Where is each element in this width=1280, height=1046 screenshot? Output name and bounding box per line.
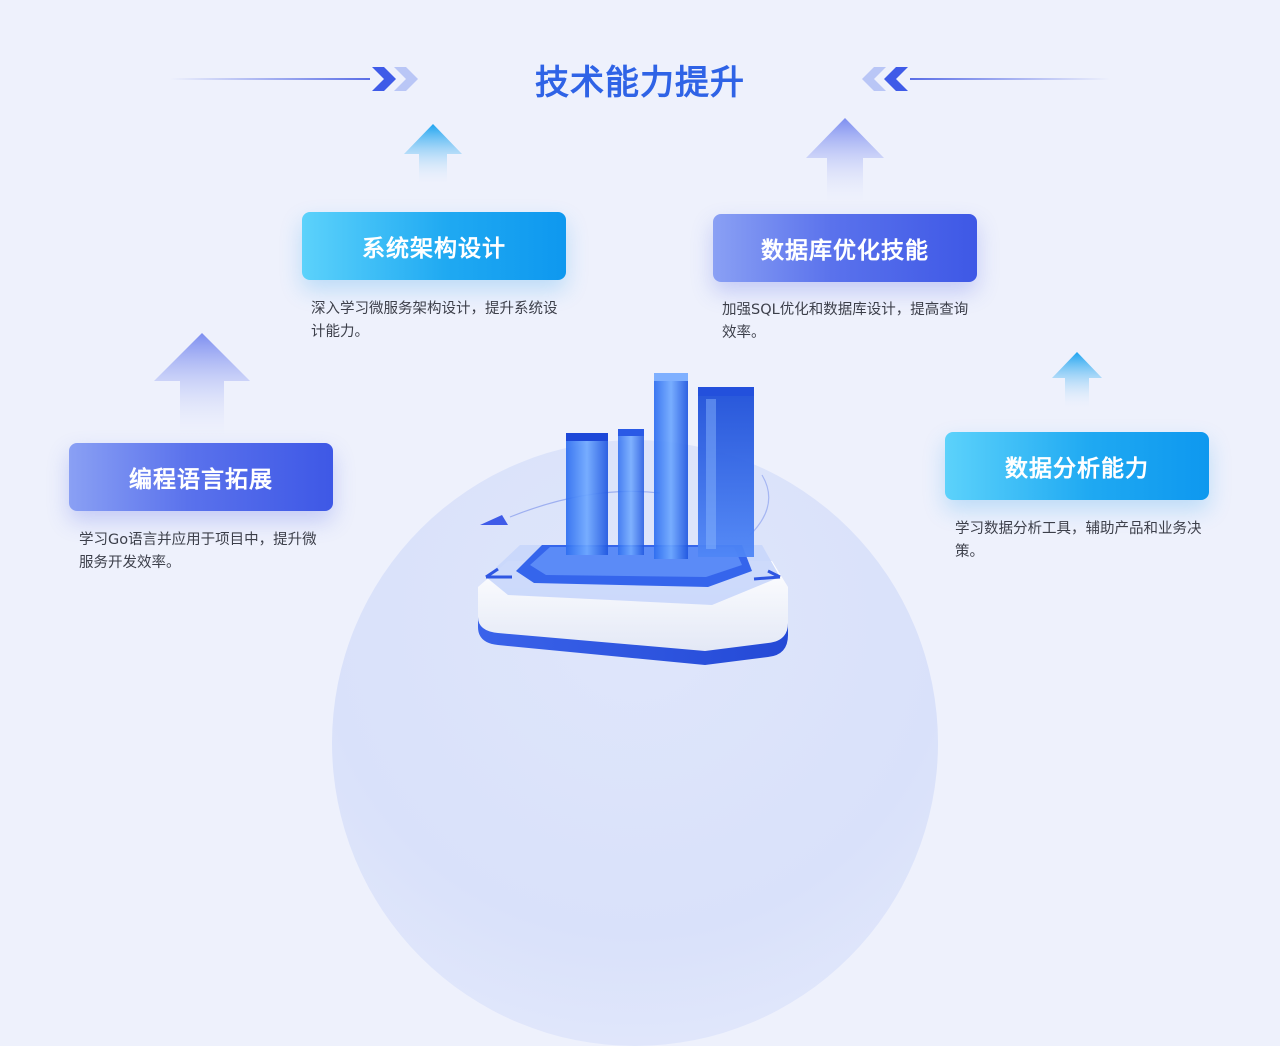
up-arrow-icon	[154, 333, 250, 441]
title-left-line	[170, 78, 370, 80]
double-chevron-left-icon	[862, 67, 908, 91]
card-programming-languages: 编程语言拓展	[69, 443, 333, 511]
card-description: 加强SQL优化和数据库设计，提高查询效率。	[722, 302, 969, 341]
card-label: 数据分析能力	[1005, 456, 1149, 482]
card-description: 深入学习微服务架构设计，提升系统设计能力。	[311, 301, 558, 340]
up-arrow-icon	[404, 124, 462, 186]
card-data-analysis: 数据分析能力	[945, 432, 1209, 500]
title-right-line	[910, 78, 1110, 80]
card-label: 数据库优化技能	[761, 238, 929, 264]
up-arrow-icon	[806, 118, 884, 206]
page-title: 技术能力提升	[535, 63, 745, 103]
card-description: 学习Go语言并应用于项目中，提升微服务开发效率。	[79, 532, 317, 571]
double-chevron-right-icon	[372, 67, 418, 91]
card-description: 学习数据分析工具，辅助产品和业务决策。	[955, 521, 1202, 560]
card-label: 系统架构设计	[362, 236, 506, 262]
card-label: 编程语言拓展	[129, 467, 273, 493]
card-database-optimization: 数据库优化技能	[713, 214, 977, 282]
up-arrow-icon	[1052, 352, 1102, 410]
card-system-architecture: 系统架构设计	[302, 212, 566, 280]
bar-chart-illustration	[478, 373, 788, 665]
